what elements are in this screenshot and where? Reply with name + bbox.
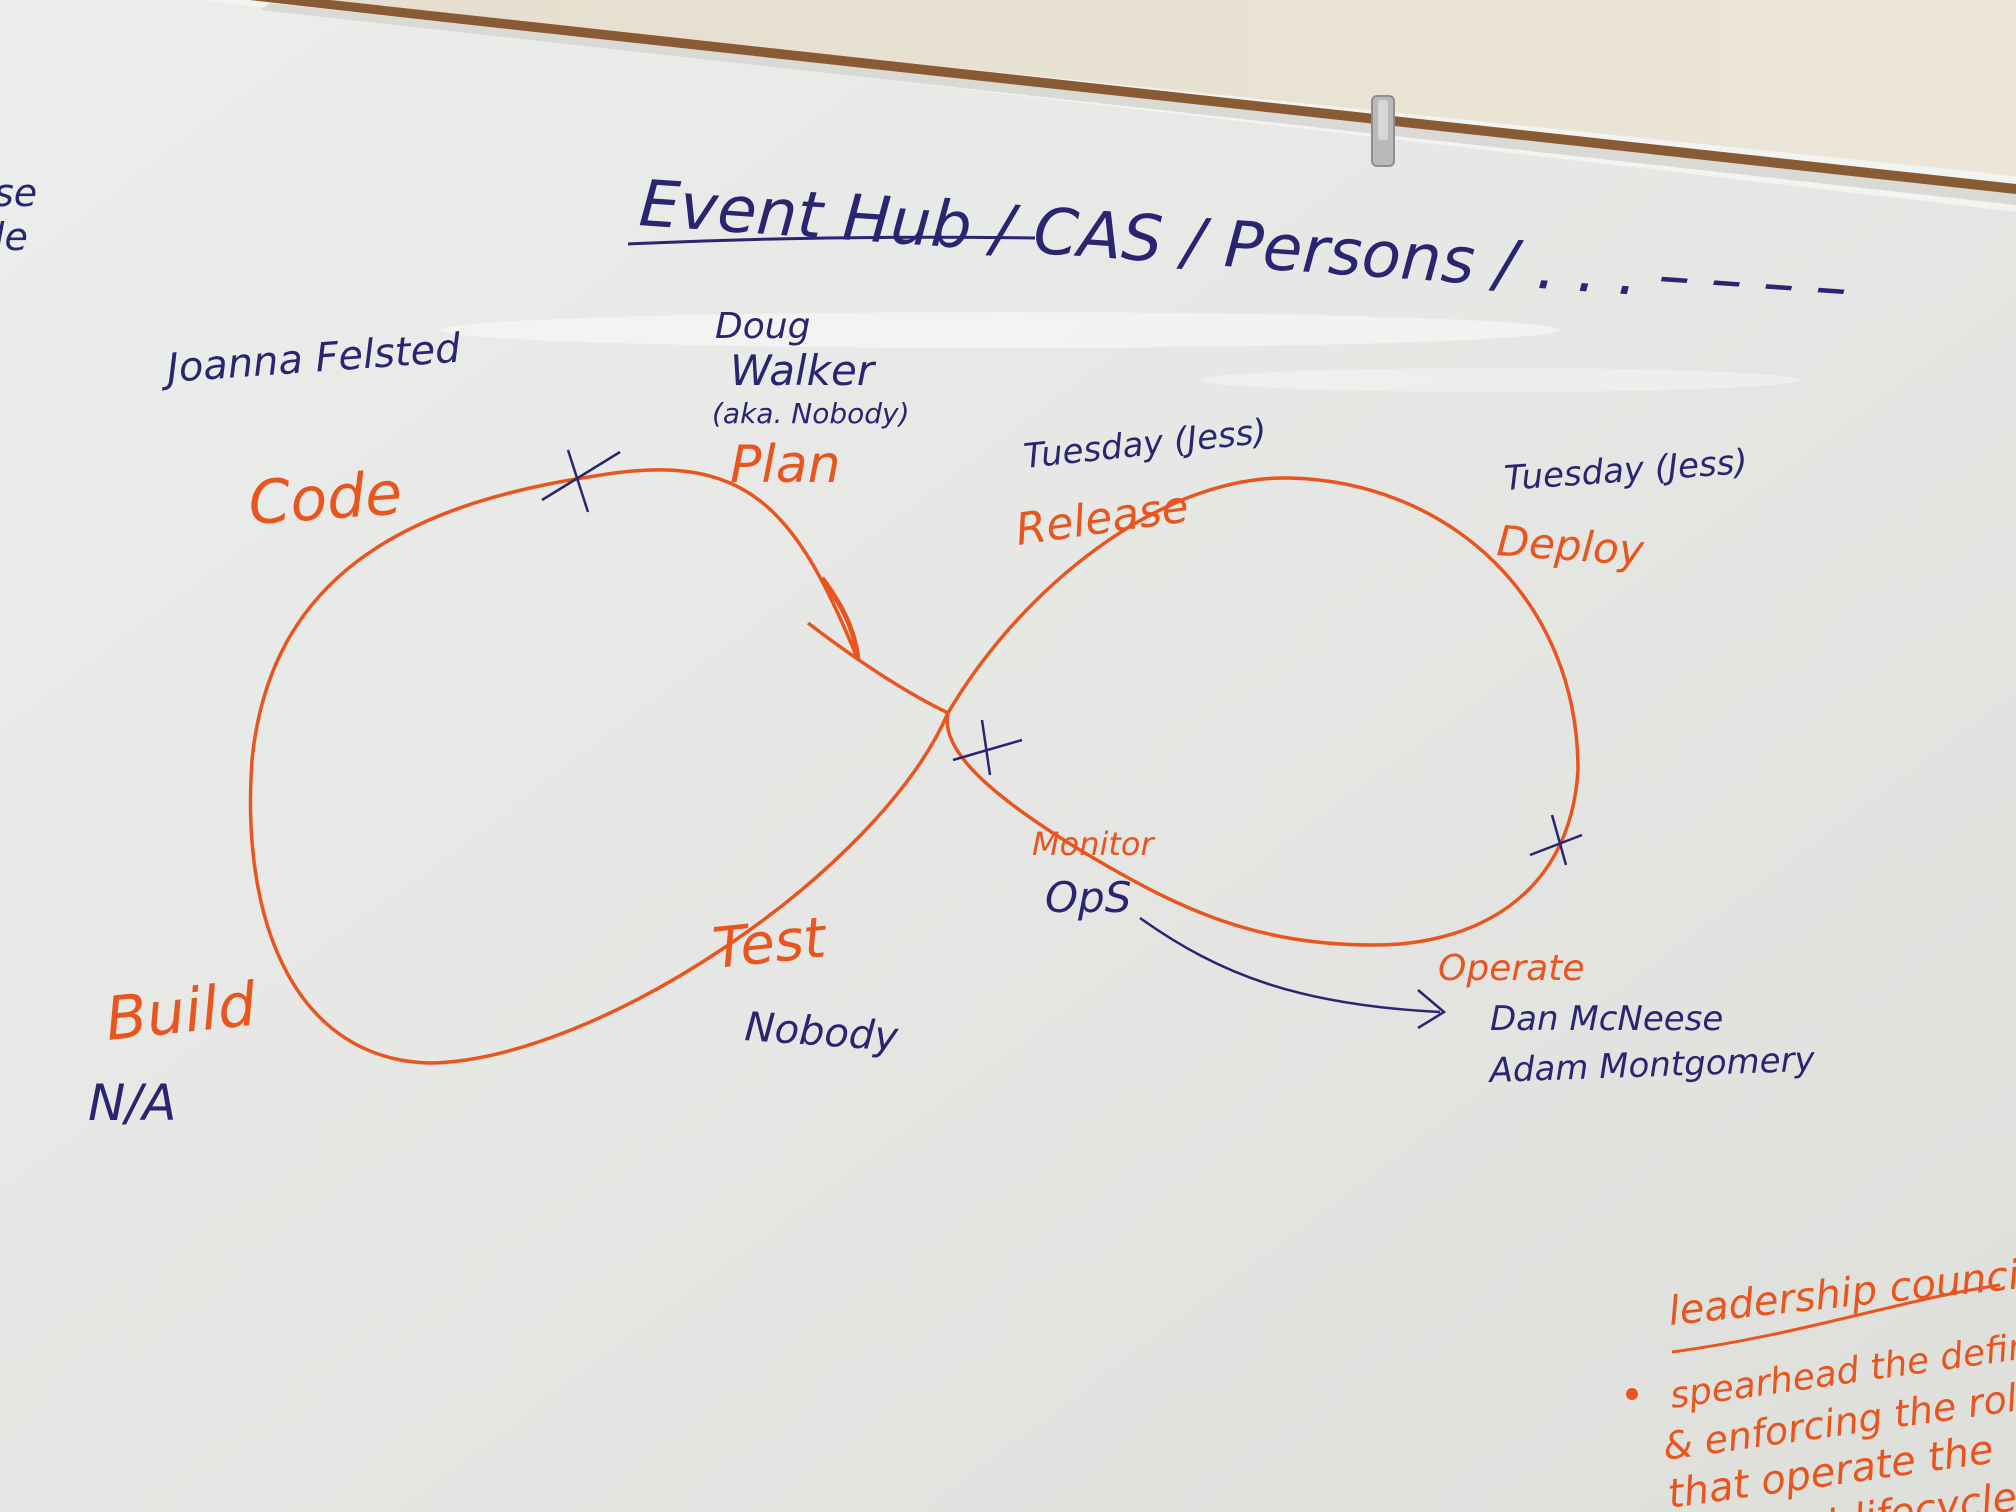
- arrow-head-icon: [1417, 989, 1447, 1030]
- stage-label-build: Build: [102, 969, 260, 1054]
- leadership-underline: [1671, 1283, 2001, 1354]
- stage-owner-plan: Walker: [730, 346, 877, 395]
- left-edge-text: le: [0, 215, 28, 259]
- clip-icon: [1371, 95, 1395, 167]
- bullet-icon: [1626, 1388, 1638, 1400]
- stage-label-deploy: Deploy: [1495, 516, 1646, 575]
- devops-infinity-loop: [248, 468, 1580, 1065]
- left-edge-text: se: [0, 171, 37, 215]
- glare: [1200, 368, 1800, 392]
- stage-owner-plan: (aka. Nobody): [712, 397, 910, 430]
- stage-owner-plan: Doug: [715, 306, 810, 347]
- cross-mark-icon: [952, 719, 1023, 776]
- board-frame-rail: [260, 3, 2016, 205]
- stage-label-code: Code: [246, 458, 404, 539]
- stage-owner-operate: Dan McNeese: [1490, 999, 1723, 1039]
- stage-label-plan: Plan: [730, 435, 841, 495]
- arrow-ops-to-operate: [1139, 916, 1441, 1014]
- stage-label-operate: Operate: [1438, 948, 1584, 989]
- cross-mark-icon: [1529, 814, 1583, 866]
- stage-note-monitor: OpS: [1045, 873, 1131, 922]
- stage-owner-build: N/A: [88, 1074, 176, 1132]
- loop-stub: [819, 576, 861, 661]
- cross-mark-icon: [541, 449, 621, 513]
- stage-owner-test: Nobody: [743, 1004, 900, 1061]
- stage-label-test: Test: [710, 905, 831, 982]
- glare: [440, 312, 1560, 348]
- title-underline: [627, 235, 1036, 246]
- stage-label-monitor: Monitor: [1032, 825, 1155, 863]
